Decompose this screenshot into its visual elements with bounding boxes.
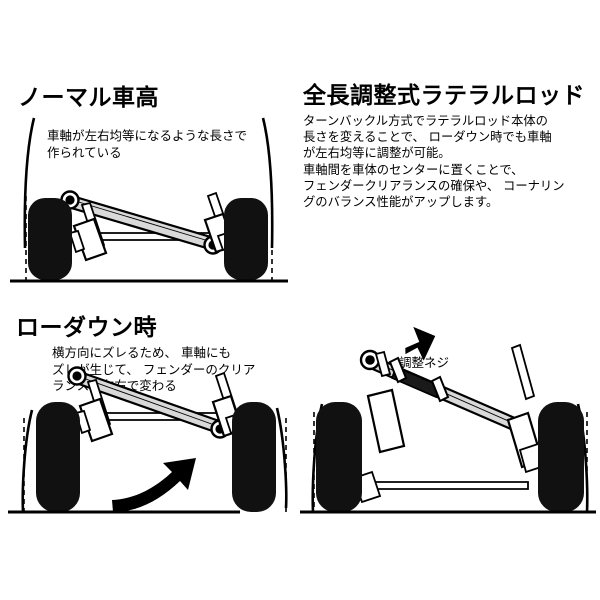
axle-beam <box>365 481 529 490</box>
shock-absorber-left <box>68 201 108 262</box>
fender-arc-left <box>21 409 34 513</box>
caption-adjustable-lateral-rod: ターンバックル方式でラテラルロッド本体の 長さを変えることで、 ローダウン時でも… <box>303 114 565 210</box>
normal-ride-height-suspension-diagram <box>10 117 288 283</box>
tire-left <box>36 402 80 512</box>
shift-direction-arrow <box>112 458 196 512</box>
adjuster-pointer-arrow <box>405 326 436 361</box>
tire-left <box>28 198 72 280</box>
fender-arc-left <box>23 117 36 249</box>
lateral-rod-highlight <box>71 199 213 243</box>
turnbuckle-adjuster <box>388 356 450 403</box>
heading-normal-ride-height: ノーマル車高 <box>18 85 159 111</box>
lateral-rod-highlight <box>79 376 221 428</box>
heading-adjustable-lateral-rod: 全長調整式ラテラルロッド <box>303 83 585 109</box>
tire-right <box>538 402 584 512</box>
adjustable-rod-suspension-diagram <box>300 326 596 514</box>
lowered-suspension-offset-diagram <box>8 366 288 514</box>
rod-ball-joint-left-core <box>365 355 375 365</box>
tire-right <box>232 402 276 512</box>
fender-arc-right <box>261 117 274 249</box>
rod-ball-joint-left-core <box>65 195 75 205</box>
heading-lowered-ride-height: ローダウン時 <box>16 315 157 341</box>
tire-right <box>224 198 268 280</box>
shock-absorber-left <box>74 378 114 443</box>
callout-adjuster-screw: 調整ネジ <box>399 355 450 370</box>
caption-normal-ride-height: 車軸が左右均等になるような長さで 作られている <box>47 128 248 160</box>
tire-left <box>316 402 362 512</box>
fender-arc-right <box>275 407 288 509</box>
rod-ball-joint-left-core <box>72 371 82 381</box>
